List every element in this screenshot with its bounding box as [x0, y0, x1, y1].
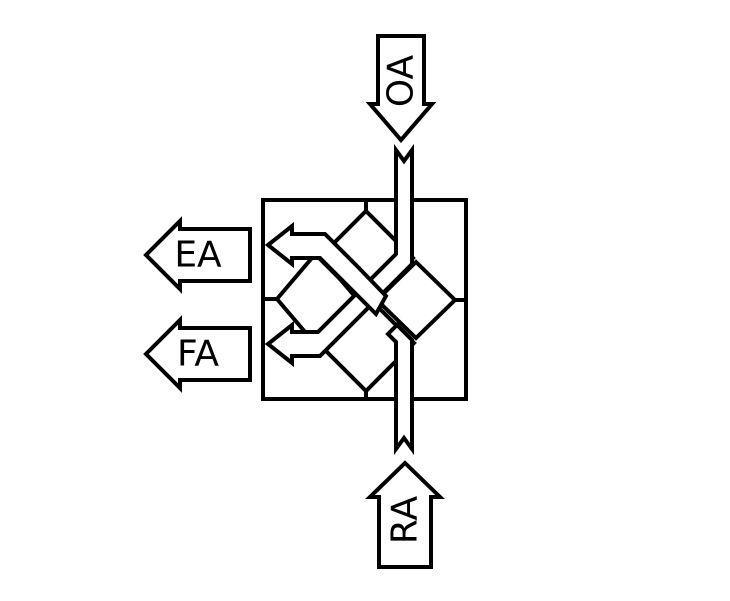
ra-duct	[385, 322, 414, 456]
fa-arrow	[143, 315, 252, 393]
oa-arrow	[365, 34, 437, 144]
ra-duct-branch	[264, 221, 389, 318]
ra-label: RA	[385, 496, 426, 545]
ra-arrow	[365, 460, 445, 569]
oa-duct	[264, 143, 414, 368]
oa-label: OA	[381, 54, 422, 107]
fa-label: FA	[177, 334, 219, 375]
ea-label: EA	[174, 235, 222, 276]
ea-arrow	[143, 216, 252, 294]
